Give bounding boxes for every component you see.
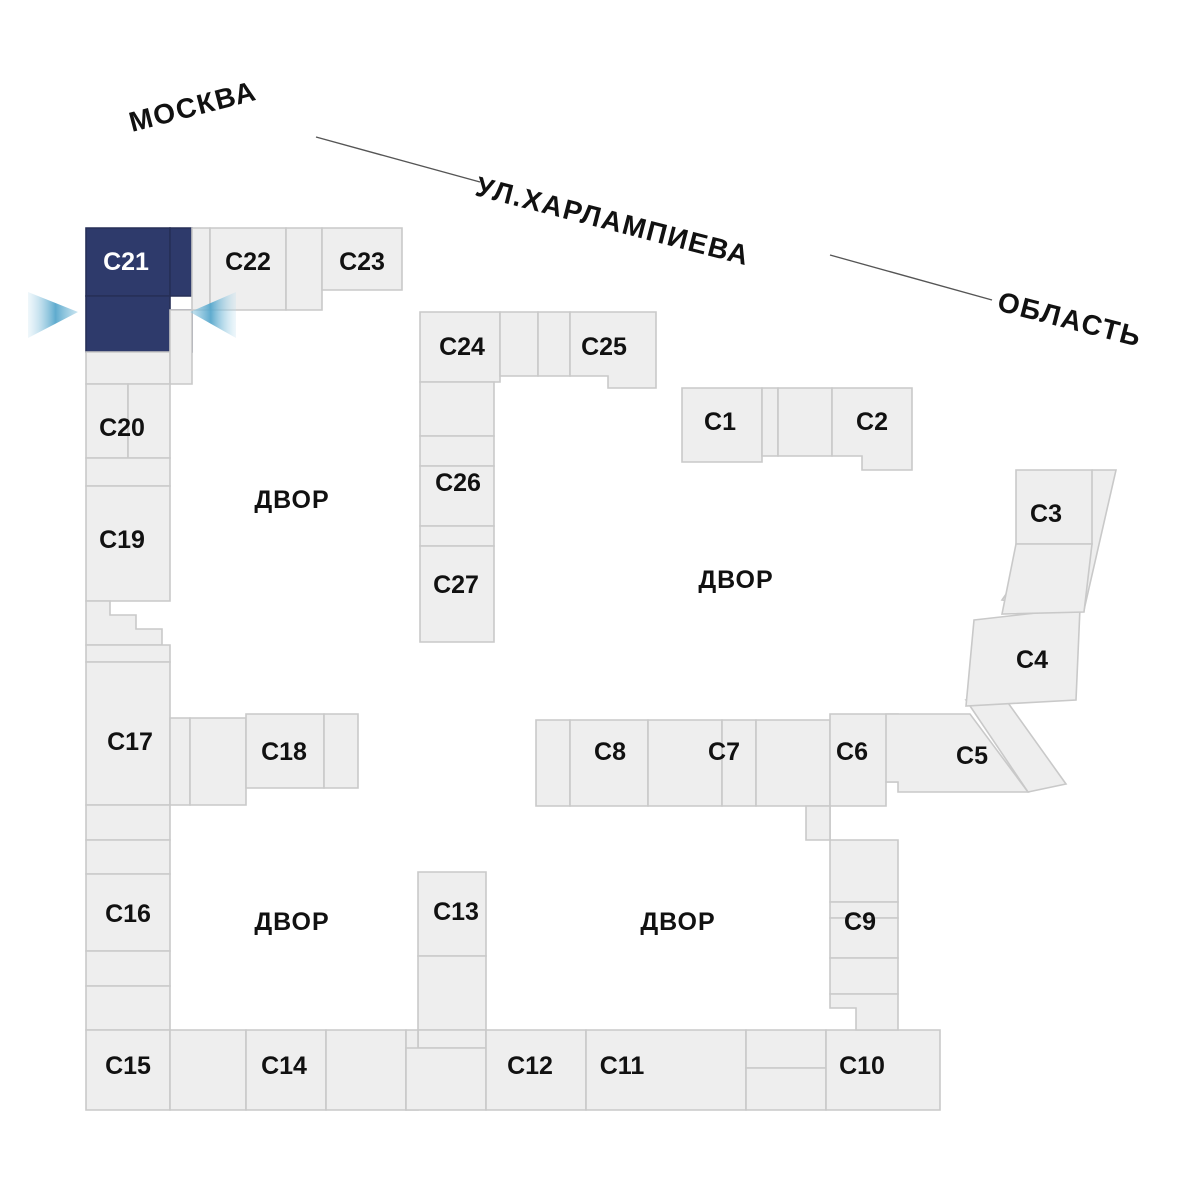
building-block-c17c[interactable] xyxy=(189,717,247,806)
label-region: ОБЛАСТЬ xyxy=(994,286,1145,353)
building-block-c25[interactable] xyxy=(569,311,657,389)
building-block-c18b[interactable] xyxy=(323,713,359,789)
building-block-c13c[interactable] xyxy=(417,1029,487,1049)
building-block-c12b[interactable] xyxy=(405,1047,487,1111)
block-label-c3: C3 xyxy=(1030,500,1062,528)
building-block-c16c[interactable] xyxy=(85,950,171,987)
building-block-c6c[interactable] xyxy=(805,805,831,841)
building-block-c26a[interactable] xyxy=(419,381,495,437)
building-block-c16d[interactable] xyxy=(85,985,171,1031)
building-block-c1c[interactable] xyxy=(777,387,833,457)
label-street-harlampieva: УЛ.ХАРЛАМПИЕВА xyxy=(472,171,753,272)
leader-lines-layer xyxy=(315,136,993,301)
courtyard-labels-layer: ДВОР ДВОР ДВОР ДВОР xyxy=(254,486,773,936)
building-block-c16a[interactable] xyxy=(85,804,171,841)
yard-northeast: ДВОР xyxy=(698,566,773,594)
building-block-c24b[interactable] xyxy=(499,311,539,377)
building-block-c20b[interactable] xyxy=(169,309,193,385)
building-block-c24c[interactable] xyxy=(537,311,571,377)
building-block-c9a[interactable] xyxy=(829,839,899,903)
block-label-c9: C9 xyxy=(844,908,876,936)
block-label-c11: C11 xyxy=(600,1052,645,1080)
building-block-c22b[interactable] xyxy=(285,227,323,311)
block-label-c8: C8 xyxy=(594,738,626,766)
yard-northwest: ДВОР xyxy=(254,486,329,514)
block-label-c1: C1 xyxy=(704,408,736,436)
building-block-c1b[interactable] xyxy=(761,387,779,457)
block-label-c16: C16 xyxy=(105,900,151,928)
building-block-c1[interactable] xyxy=(681,387,763,463)
block-label-c13: C13 xyxy=(433,898,479,926)
block-label-c12: C12 xyxy=(507,1052,553,1080)
building-block-c21b[interactable] xyxy=(169,227,193,297)
block-label-c7: C7 xyxy=(708,738,740,766)
block-label-c19: C19 xyxy=(99,526,145,554)
building-block-c10[interactable] xyxy=(825,1029,941,1111)
block-label-c14: C14 xyxy=(261,1052,307,1080)
leader-region xyxy=(829,254,993,301)
building-block-c9d[interactable] xyxy=(829,993,899,1031)
building-block-c3b[interactable] xyxy=(1001,543,1093,615)
building-block-c15b[interactable] xyxy=(169,1029,247,1111)
building-block-c26c[interactable] xyxy=(419,525,495,547)
building-block-c13b[interactable] xyxy=(417,955,487,1031)
block-label-c20: C20 xyxy=(99,414,145,442)
building-block-c21c[interactable] xyxy=(85,295,171,353)
block-label-c25: C25 xyxy=(581,333,627,361)
pointer-arrow-left xyxy=(28,292,78,338)
building-block-c19c[interactable] xyxy=(85,644,171,663)
block-label-c2: C2 xyxy=(856,408,888,436)
building-block-c24[interactable] xyxy=(419,311,501,383)
block-label-c21: C21 xyxy=(103,248,149,276)
block-label-c10: C10 xyxy=(839,1052,885,1080)
yard-southeast: ДВОР xyxy=(640,908,715,936)
block-label-c4: C4 xyxy=(1016,646,1048,674)
street-labels-layer: МОСКВА УЛ.ХАРЛАМПИЕВА ОБЛАСТЬ xyxy=(126,75,1145,353)
building-block-c19[interactable] xyxy=(85,485,171,602)
building-block-c14b[interactable] xyxy=(325,1029,407,1111)
building-block-c5[interactable] xyxy=(885,713,1030,793)
building-block-c23[interactable] xyxy=(321,227,403,291)
block-label-c23: C23 xyxy=(339,248,385,276)
block-label-c5: C5 xyxy=(956,742,988,770)
block-label-c24: C24 xyxy=(439,333,485,361)
building-block-c11b[interactable] xyxy=(745,1029,827,1069)
block-label-c18: C18 xyxy=(261,738,307,766)
selection-pointers-layer xyxy=(28,292,236,338)
leader-moscow xyxy=(315,136,481,183)
building-block-c20d[interactable] xyxy=(85,457,171,487)
building-block-c16b[interactable] xyxy=(85,839,171,875)
building-block-c11c[interactable] xyxy=(745,1067,827,1111)
building-block-c17b[interactable] xyxy=(169,717,191,806)
block-label-c6: C6 xyxy=(836,738,868,766)
yard-southwest: ДВОР xyxy=(254,908,329,936)
pointer-arrow-right xyxy=(190,292,236,338)
building-block-c2[interactable] xyxy=(831,387,913,471)
building-block-c9c[interactable] xyxy=(829,957,899,995)
building-blocks-layer xyxy=(85,227,1118,1111)
building-block-c22a[interactable] xyxy=(191,227,211,311)
block-label-c17: C17 xyxy=(107,728,153,756)
building-block-c20a[interactable] xyxy=(85,351,171,385)
block-label-c27: C27 xyxy=(433,571,479,599)
block-label-c15: C15 xyxy=(105,1052,151,1080)
building-block-c26b[interactable] xyxy=(419,435,495,467)
label-moscow: МОСКВА xyxy=(126,75,260,138)
building-block-c27[interactable] xyxy=(419,545,495,643)
building-block-c19b[interactable] xyxy=(85,600,163,646)
building-block-c8a[interactable] xyxy=(535,719,571,807)
block-label-c22: C22 xyxy=(225,248,271,276)
block-label-c26: C26 xyxy=(435,469,481,497)
